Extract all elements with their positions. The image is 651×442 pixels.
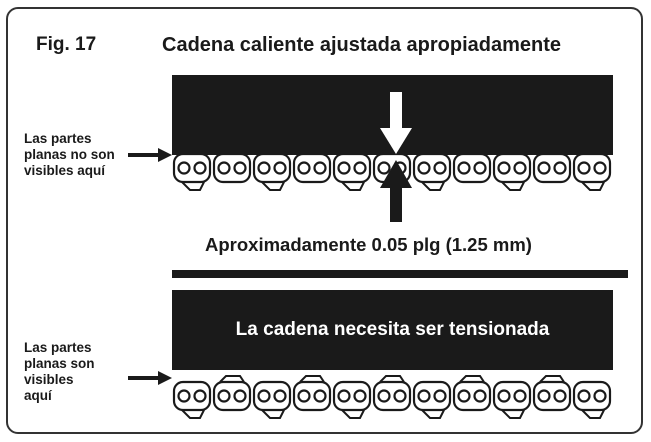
top-side-label-line-3: visibles aquí — [24, 163, 106, 178]
top-title: Cadena caliente ajustada apropiadamente — [162, 34, 562, 56]
bottom-side-label-line-2: planas son — [24, 356, 95, 371]
top-chain-link — [452, 147, 492, 184]
top-chain-link — [332, 152, 372, 191]
bottom-chain-link — [292, 375, 332, 412]
up-arrow-icon — [380, 160, 412, 222]
top-side-label-line-1: Las partes — [24, 131, 92, 146]
top-chain-link — [412, 152, 452, 191]
bottom-chain-link — [452, 375, 492, 412]
bottom-chain-link — [492, 380, 532, 419]
figure-label: Fig. 17 — [36, 34, 97, 55]
top-side-label-line-2: planas no son — [24, 147, 115, 162]
bottom-chain-link — [332, 380, 372, 419]
divider-line — [172, 270, 628, 278]
bottom-bar-text: La cadena necesita ser tensionada — [235, 319, 550, 340]
bottom-chain-link — [572, 380, 612, 419]
bottom-side-label-line-3: visibles — [24, 372, 74, 387]
top-chain-link — [532, 147, 572, 184]
top-chain-link — [292, 147, 332, 184]
bottom-pointer-arrow-icon — [128, 371, 172, 385]
bottom-chain-link — [372, 375, 412, 412]
bottom-chain-link — [252, 380, 292, 419]
bottom-chain-link — [212, 375, 252, 412]
bottom-side-label: Las partes planas son visibles aquí — [24, 340, 95, 404]
measurement-label: Aproximadamente 0.05 plg (1.25 mm) — [205, 234, 532, 255]
top-chain-link — [172, 152, 212, 191]
top-chain-link — [212, 147, 252, 184]
bottom-chain-link — [532, 375, 572, 412]
top-side-label: Las partes planas no son visibles aquí — [24, 131, 115, 179]
top-chain-link — [572, 152, 612, 191]
top-pointer-arrow-icon — [128, 148, 172, 162]
top-chain-link — [252, 152, 292, 191]
bottom-chain — [172, 375, 612, 419]
bottom-chain-link — [172, 380, 212, 419]
top-chain-link — [492, 152, 532, 191]
bottom-side-label-line-4: aquí — [24, 388, 52, 403]
down-arrow-icon — [380, 92, 412, 154]
bottom-guide-bar — [172, 290, 613, 370]
bottom-chain-link — [412, 380, 452, 419]
bottom-side-label-line-1: Las partes — [24, 340, 92, 355]
